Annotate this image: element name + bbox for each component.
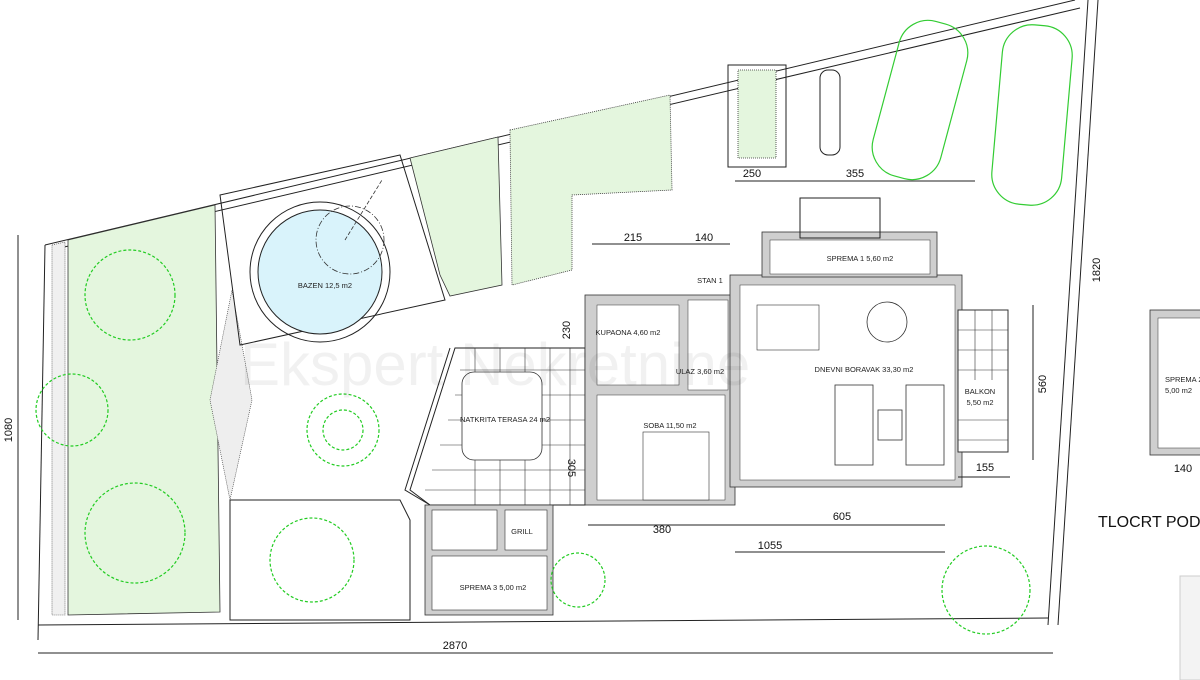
dim-560: 560 (1037, 375, 1049, 393)
parked-cars (819, 19, 1073, 206)
dim-140-right: 140 (1174, 463, 1192, 475)
pool-label: BAZEN 12,5 m2 (298, 281, 352, 290)
side-widget (1179, 575, 1200, 680)
grill-label: GRILL (511, 527, 533, 536)
dim-140: 140 (695, 232, 713, 244)
storage2-area: 5,00 m2 (1165, 386, 1192, 395)
pool (257, 209, 383, 335)
dim-155: 155 (976, 462, 994, 474)
trees (35, 249, 1031, 635)
storage2-label: SPREMA 2 (1165, 375, 1200, 384)
storage3-label: SPREMA 3 5,00 m2 (460, 583, 527, 592)
dim-380: 380 (653, 524, 671, 536)
dim-2870: 2870 (443, 640, 467, 652)
balcony-label: BALKON (965, 387, 995, 396)
balcony-area: 5,50 m2 (966, 398, 993, 407)
plan-title: TLOCRT PODR (1098, 514, 1200, 531)
dimension-lines (17, 180, 1053, 654)
dim-230: 230 (561, 321, 573, 339)
living-room-label: DNEVNI BORAVAK 33,30 m2 (815, 365, 914, 374)
balcony (957, 309, 1009, 453)
hedge (509, 94, 673, 286)
dim-1080: 1080 (3, 418, 15, 442)
watermark: Ekspert Nekretnine (240, 331, 750, 398)
bathroom-label: KUPAONA 4,60 m2 (596, 328, 661, 337)
dim-605: 605 (833, 511, 851, 523)
house: KUPAONA 4,60 m2 STAN 1 ULAZ 3,60 m2 SOBA… (584, 197, 1009, 506)
dim-1820: 1820 (1091, 258, 1103, 282)
dim-215: 215 (624, 232, 642, 244)
storage1-label: SPREMA 1 5,60 m2 (827, 254, 894, 263)
dim-305: 305 (565, 459, 577, 477)
dim-1055: 1055 (758, 540, 782, 552)
hedge-small (737, 69, 777, 159)
covered-terrace: NATKRITA TERASA 24 m2 (404, 347, 586, 506)
lawn-left (67, 204, 221, 616)
lawn-upper (409, 136, 503, 297)
terrace-label: NATKRITA TERASA 24 m2 (460, 415, 550, 424)
dim-250: 250 (743, 168, 761, 180)
unit-label: STAN 1 (697, 276, 723, 285)
gravel-strip (51, 241, 66, 616)
bedroom-label: SOBA 11,50 m2 (643, 421, 696, 430)
entrance-label: ULAZ 3,60 m2 (676, 367, 724, 376)
dim-355: 355 (846, 168, 864, 180)
